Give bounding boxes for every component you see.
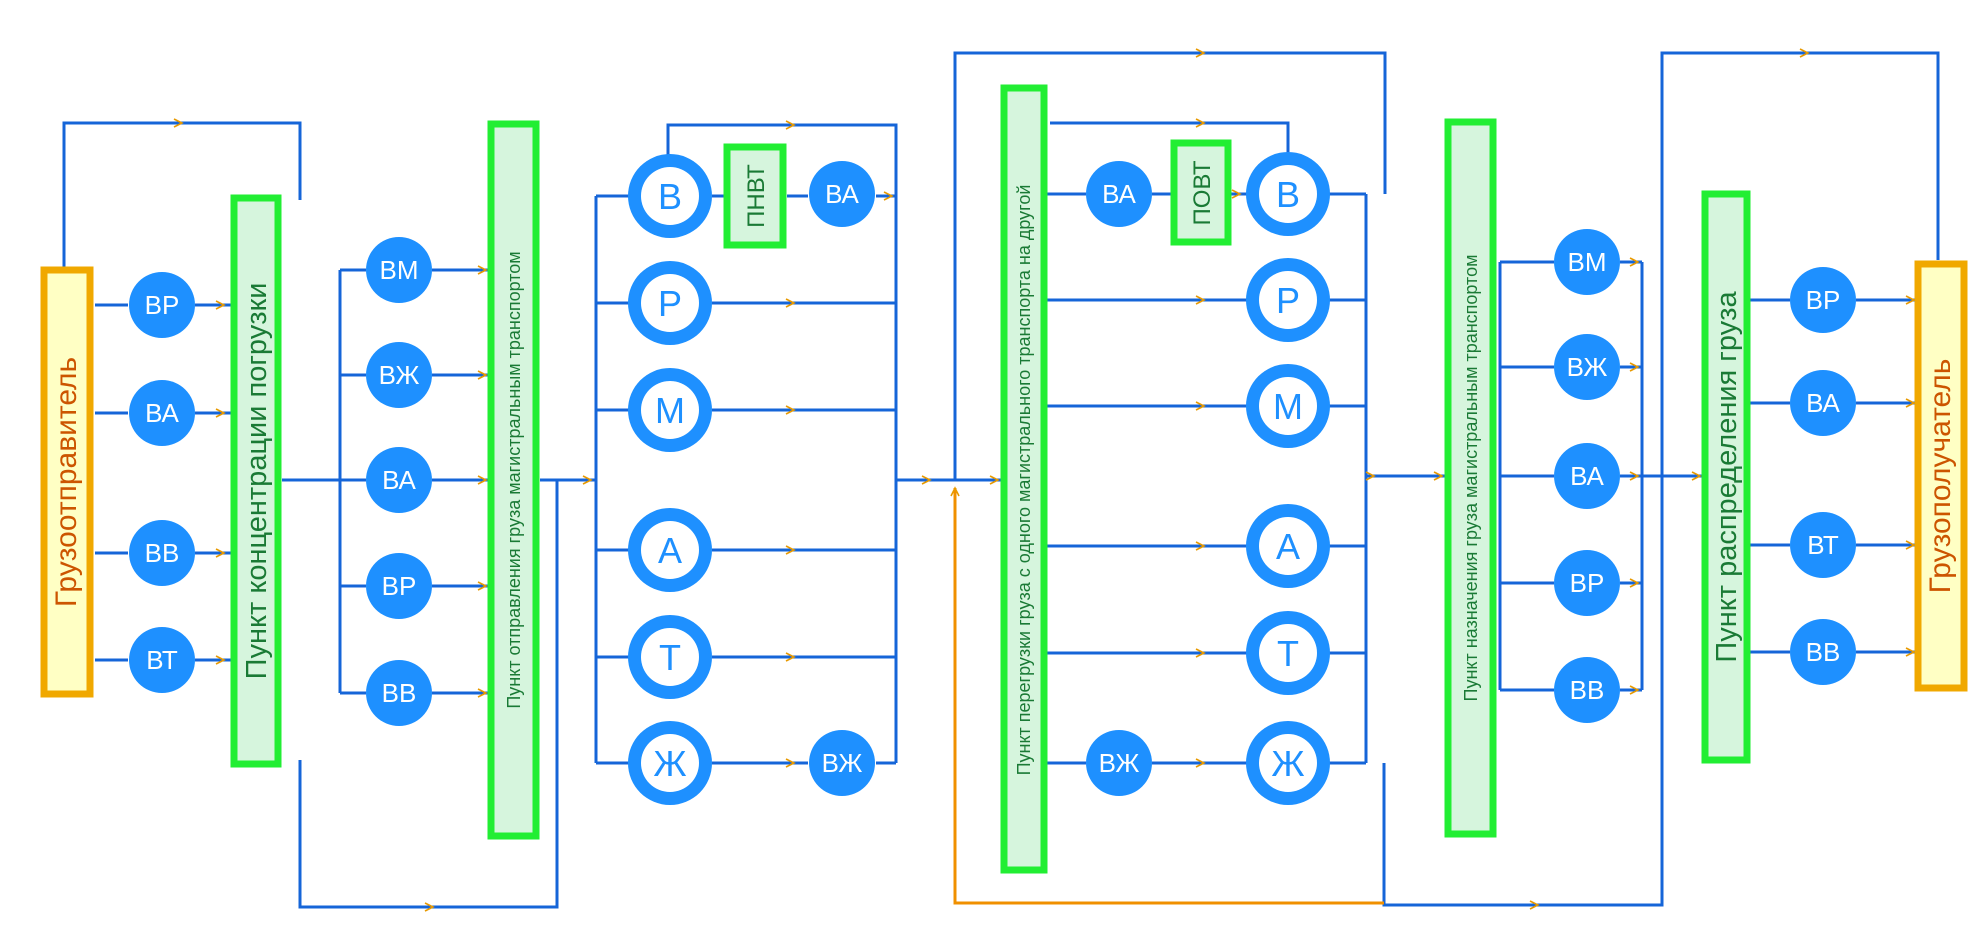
mode-right-t: Т bbox=[1246, 611, 1330, 695]
mode-left-v: В bbox=[628, 154, 712, 238]
node-sender-vv: ВВ bbox=[129, 520, 195, 586]
node-departure-vv: ВВ bbox=[366, 660, 432, 726]
svg-text:А: А bbox=[658, 530, 682, 571]
concentration-point-label: Пункт концентрации погрузки bbox=[241, 283, 273, 680]
distribution-point-box: Пункт распределения груза bbox=[1701, 190, 1751, 764]
svg-text:ВЖ: ВЖ bbox=[1567, 352, 1608, 382]
svg-text:Т: Т bbox=[659, 637, 681, 678]
svg-text:В: В bbox=[1276, 174, 1300, 215]
svg-text:Т: Т bbox=[1277, 633, 1299, 674]
receiver-label: Грузополучатель bbox=[1924, 359, 1957, 594]
node-receiver-vv: ВВ bbox=[1790, 619, 1856, 685]
svg-text:ВА: ВА bbox=[825, 179, 859, 209]
mode-left-m: М bbox=[628, 368, 712, 452]
svg-text:ВА: ВА bbox=[1102, 179, 1136, 209]
sender-label: Грузоотправитель bbox=[50, 357, 83, 607]
svg-text:ВМ: ВМ bbox=[1568, 247, 1607, 277]
pnvt-label: ПНВТ bbox=[743, 164, 770, 228]
mode-left-a: А bbox=[628, 508, 712, 592]
node-departure-vzh: ВЖ bbox=[366, 342, 432, 408]
svg-text:Ж: Ж bbox=[653, 743, 686, 784]
destination-point-box: Пункт назначения груза магистральным тра… bbox=[1444, 118, 1497, 838]
node-destination-vm: ВМ bbox=[1554, 229, 1620, 295]
node-sender-va: ВА bbox=[129, 380, 195, 446]
svg-text:ВА: ВА bbox=[145, 398, 179, 428]
node-receiver-vt: ВТ bbox=[1790, 512, 1856, 578]
mode-left-zh: Ж bbox=[628, 721, 712, 805]
node-sender-vr: ВР bbox=[129, 272, 195, 338]
node-destination-vr: ВР bbox=[1554, 550, 1620, 616]
connection-lines bbox=[62, 51, 1940, 909]
svg-text:ВВ: ВВ bbox=[1806, 637, 1841, 667]
svg-text:ВЖ: ВЖ bbox=[822, 748, 863, 778]
svg-text:ВТ: ВТ bbox=[146, 645, 178, 675]
mode-right-zh: Ж bbox=[1246, 721, 1330, 805]
povt-label: ПОВТ bbox=[1189, 160, 1216, 225]
pnvt-box: ПНВТ bbox=[723, 143, 787, 249]
node-receiver-vr: ВР bbox=[1790, 267, 1856, 333]
svg-text:ВВ: ВВ bbox=[1570, 675, 1605, 705]
svg-text:ВТ: ВТ bbox=[1807, 530, 1839, 560]
mode-right-a: А bbox=[1246, 504, 1330, 588]
node-receiver-va: ВА bbox=[1790, 370, 1856, 436]
transshipment-point-label: Пункт перегрузки груза с одного магистра… bbox=[1014, 185, 1034, 776]
node-destination-va: ВА bbox=[1554, 443, 1620, 509]
svg-text:ВР: ВР bbox=[1570, 568, 1605, 598]
transshipment-point-box: Пункт перегрузки груза с одного магистра… bbox=[1000, 84, 1048, 874]
svg-text:Р: Р bbox=[658, 283, 682, 324]
node-sender-vt: ВТ bbox=[129, 627, 195, 693]
svg-text:ВР: ВР bbox=[382, 571, 417, 601]
svg-text:М: М bbox=[655, 390, 685, 431]
node-right-va: ВА bbox=[1086, 161, 1152, 227]
svg-text:ВЖ: ВЖ bbox=[1099, 748, 1140, 778]
concentration-point-box: Пункт концентрации погрузки bbox=[230, 194, 282, 768]
svg-text:ВЖ: ВЖ bbox=[379, 360, 420, 390]
sender-box: Грузоотправитель bbox=[40, 266, 94, 698]
node-destination-vzh: ВЖ bbox=[1554, 334, 1620, 400]
mode-left-r: Р bbox=[628, 261, 712, 345]
svg-text:ВА: ВА bbox=[1570, 461, 1604, 491]
node-left-va: ВА bbox=[809, 161, 875, 227]
povt-box: ПОВТ bbox=[1170, 139, 1232, 246]
node-right-vzh: ВЖ bbox=[1086, 730, 1152, 796]
svg-text:Р: Р bbox=[1276, 280, 1300, 321]
svg-text:ВА: ВА bbox=[382, 465, 416, 495]
svg-text:М: М bbox=[1273, 386, 1303, 427]
svg-text:ВР: ВР bbox=[145, 290, 180, 320]
node-departure-vm: ВМ bbox=[366, 237, 432, 303]
node-destination-vv: ВВ bbox=[1554, 657, 1620, 723]
svg-text:ВА: ВА bbox=[1806, 388, 1840, 418]
departure-point-box: Пункт отправления груза магистральным тр… bbox=[487, 120, 540, 840]
mode-left-t: Т bbox=[628, 615, 712, 699]
mode-right-v: В bbox=[1246, 152, 1330, 236]
node-departure-vr: ВР bbox=[366, 553, 432, 619]
svg-text:ВМ: ВМ bbox=[380, 255, 419, 285]
distribution-point-label: Пункт распределения груза bbox=[1711, 291, 1743, 663]
node-departure-va: ВА bbox=[366, 447, 432, 513]
svg-text:ВВ: ВВ bbox=[382, 678, 417, 708]
svg-text:Ж: Ж bbox=[1271, 743, 1304, 784]
svg-text:А: А bbox=[1276, 526, 1300, 567]
mode-right-m: М bbox=[1246, 364, 1330, 448]
return-line bbox=[953, 488, 1384, 905]
svg-text:ВВ: ВВ bbox=[145, 538, 180, 568]
departure-point-label: Пункт отправления груза магистральным тр… bbox=[504, 251, 524, 708]
receiver-box: Грузополучатель bbox=[1914, 260, 1968, 692]
svg-text:ВР: ВР bbox=[1806, 285, 1841, 315]
node-left-vzh: ВЖ bbox=[809, 730, 875, 796]
mode-right-r: Р bbox=[1246, 258, 1330, 342]
svg-text:В: В bbox=[658, 176, 682, 217]
arrows bbox=[173, 48, 1916, 912]
destination-point-label: Пункт назначения груза магистральным тра… bbox=[1461, 255, 1481, 702]
